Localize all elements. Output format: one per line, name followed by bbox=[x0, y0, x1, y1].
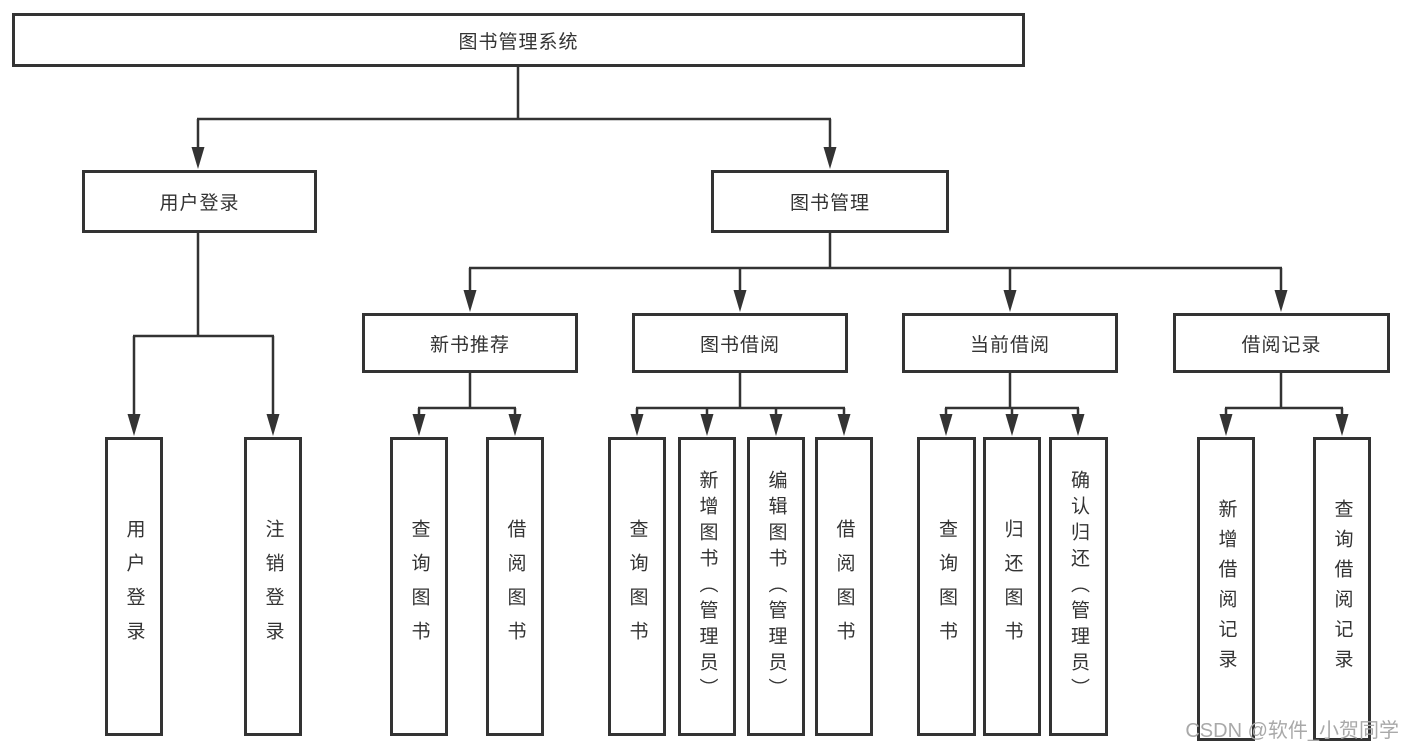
node-borrow-books-recommend-label: 借阅图书 bbox=[504, 518, 526, 655]
connector-book-borrowing bbox=[630, 373, 851, 436]
node-query-borrow-record-label: 查询借阅记录 bbox=[1331, 499, 1353, 679]
node-borrowing-records-label: 借阅记录 bbox=[1241, 334, 1322, 356]
node-library-system: 图书管理系统 bbox=[12, 13, 1025, 67]
node-query-books-current-label: 查询图书 bbox=[936, 518, 957, 655]
csdn-watermark: CSDN @软件_小贺同学 bbox=[1185, 720, 1399, 742]
node-book-borrowing: 图书借阅 bbox=[632, 313, 848, 373]
node-user-login-module: 用户登录 bbox=[82, 170, 317, 233]
node-borrow-books-recommend: 借阅图书 bbox=[486, 437, 544, 736]
node-logout-label: 注销登录 bbox=[262, 518, 284, 655]
node-return-books-label: 归还图书 bbox=[1001, 518, 1023, 655]
node-add-borrow-record-label: 新增借阅记录 bbox=[1215, 499, 1237, 679]
node-query-books-recommend: 查询图书 bbox=[390, 437, 448, 736]
node-user-login: 用户登录 bbox=[105, 437, 163, 736]
node-query-borrow-record: 查询借阅记录 bbox=[1313, 437, 1371, 741]
node-book-borrowing-label: 图书借阅 bbox=[699, 334, 780, 356]
node-borrowing-records: 借阅记录 bbox=[1173, 313, 1390, 373]
node-query-books-borrow: 查询图书 bbox=[608, 437, 666, 736]
node-add-book-admin: 新增图书（管理员） bbox=[678, 437, 736, 736]
node-library-system-label: 图书管理系统 bbox=[458, 31, 579, 53]
node-add-book-admin-label: 新增图书（管理员） bbox=[696, 469, 718, 704]
connector-new-book-recommendation bbox=[412, 373, 522, 436]
node-user-login-label: 用户登录 bbox=[123, 518, 145, 655]
node-edit-book-admin-label: 编辑图书（管理员） bbox=[765, 469, 787, 704]
node-query-books-recommend-label: 查询图书 bbox=[408, 518, 430, 655]
node-current-borrowing: 当前借阅 bbox=[902, 313, 1118, 373]
connector-current-borrowing bbox=[939, 373, 1085, 436]
node-add-borrow-record: 新增借阅记录 bbox=[1197, 437, 1255, 741]
connector-root bbox=[191, 67, 837, 169]
node-current-borrowing-label: 当前借阅 bbox=[969, 334, 1050, 356]
connector-borrowing-records bbox=[1219, 373, 1349, 436]
node-query-books-borrow-label: 查询图书 bbox=[626, 518, 648, 655]
connector-book-management bbox=[463, 233, 1288, 312]
node-edit-book-admin: 编辑图书（管理员） bbox=[747, 437, 805, 736]
node-query-books-current: 查询图书 bbox=[917, 437, 976, 736]
node-book-management-module-label: 图书管理 bbox=[789, 193, 870, 214]
node-book-management-module: 图书管理 bbox=[711, 170, 949, 233]
node-confirm-return-admin: 确认归还（管理员） bbox=[1049, 437, 1108, 736]
node-user-login-module-label: 用户登录 bbox=[159, 193, 240, 214]
node-logout: 注销登录 bbox=[244, 437, 302, 736]
node-return-books: 归还图书 bbox=[983, 437, 1041, 736]
node-new-book-recommendation: 新书推荐 bbox=[362, 313, 578, 373]
connector-user-login bbox=[127, 233, 280, 436]
node-borrow-books-label: 借阅图书 bbox=[833, 518, 855, 655]
node-new-book-recommendation-label: 新书推荐 bbox=[429, 334, 510, 356]
node-confirm-return-admin-label: 确认归还（管理员） bbox=[1068, 469, 1089, 704]
node-borrow-books: 借阅图书 bbox=[815, 437, 873, 736]
